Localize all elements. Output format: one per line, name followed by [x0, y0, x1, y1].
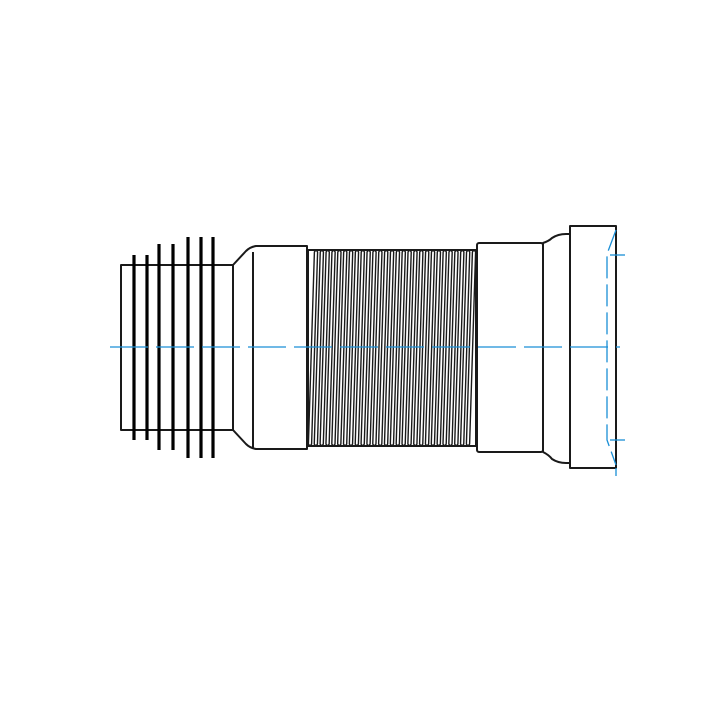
bellows-rib	[354, 249, 366, 447]
bellows-rib	[307, 249, 319, 447]
bellows-rib	[465, 249, 477, 447]
bellows-rib	[401, 249, 412, 447]
bellows-rib	[313, 249, 325, 447]
bellows-rib	[448, 249, 459, 447]
bellows-rib	[442, 249, 453, 447]
bellows-rib	[407, 249, 418, 447]
bellows-rib	[348, 249, 360, 447]
bellows-rib	[383, 249, 395, 447]
bellows-rib	[453, 249, 465, 447]
bellows-rib	[430, 249, 442, 447]
bellows-rib	[377, 249, 389, 447]
bellows-rib	[436, 249, 448, 447]
bellows-rib	[360, 249, 371, 447]
bellows-rib	[331, 249, 342, 447]
bellows-rib	[372, 249, 383, 447]
bellows-rib	[336, 249, 348, 447]
outlet-step	[542, 233, 571, 464]
bellows-rib	[424, 249, 436, 447]
bellows-rib	[319, 249, 331, 447]
bellows-rib	[413, 249, 424, 447]
bellows-rib	[395, 249, 407, 447]
bellows-rib	[389, 249, 401, 447]
bellows-rib	[459, 249, 471, 447]
bellows-rib	[418, 249, 430, 447]
bellows-ribs	[307, 249, 477, 447]
bellows-rib	[342, 249, 354, 447]
bellows-rib	[366, 249, 377, 447]
flange-chamfer-line	[606, 229, 617, 466]
bellows-rib	[325, 249, 336, 447]
